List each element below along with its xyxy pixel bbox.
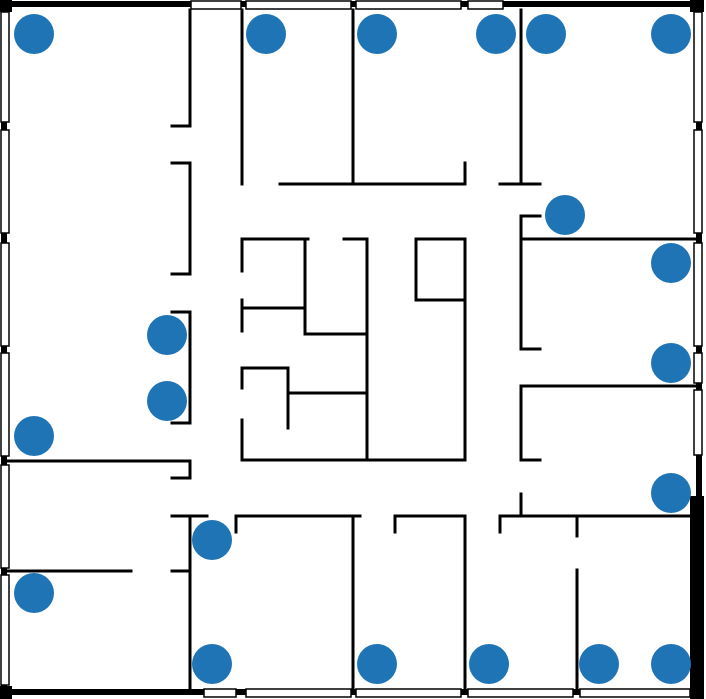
window-bottom-4 — [467, 688, 574, 698]
corner-column — [690, 0, 704, 12]
marker-dot — [14, 14, 54, 54]
window-right-3 — [693, 242, 703, 347]
window-left-4 — [0, 352, 10, 457]
marker-dot — [357, 644, 397, 684]
marker-dot — [651, 473, 691, 513]
marker-dot — [651, 14, 691, 54]
window-right-2 — [693, 129, 703, 234]
marker-dot — [526, 14, 566, 54]
marker-dot — [147, 381, 187, 421]
markers — [14, 14, 691, 684]
window-left-2 — [0, 129, 10, 234]
window-left-1 — [0, 11, 10, 123]
marker-dot — [579, 644, 619, 684]
marker-dot — [651, 243, 691, 283]
marker-dot — [651, 343, 691, 383]
marker-dot — [469, 644, 509, 684]
marker-dot — [14, 416, 54, 456]
window-left-5 — [0, 464, 10, 569]
window-left-3 — [0, 242, 10, 347]
window-bottom-5 — [579, 688, 691, 698]
window-top-3 — [355, 0, 462, 10]
window-right-5 — [693, 389, 703, 456]
window-top-2 — [245, 0, 352, 10]
corner-column — [0, 686, 12, 699]
marker-dot — [545, 195, 585, 235]
window-top-1 — [190, 0, 242, 10]
window-bottom-1 — [203, 688, 237, 698]
window-bottom-2 — [245, 688, 352, 698]
marker-dot — [651, 644, 691, 684]
marker-dot — [147, 315, 187, 355]
window-top-4 — [467, 0, 504, 10]
marker-dot — [192, 520, 232, 560]
interior-walls — [6, 8, 698, 690]
marker-dot — [14, 573, 54, 613]
marker-dot — [476, 14, 516, 54]
window-left-6 — [0, 574, 10, 686]
window-right-1 — [693, 11, 703, 123]
window-right-4 — [693, 352, 703, 384]
window-bottom-3 — [355, 688, 462, 698]
marker-dot — [192, 644, 232, 684]
marker-dot — [357, 14, 397, 54]
corner-column — [0, 0, 12, 12]
marker-dot — [246, 14, 286, 54]
right-wall-column — [690, 496, 704, 699]
